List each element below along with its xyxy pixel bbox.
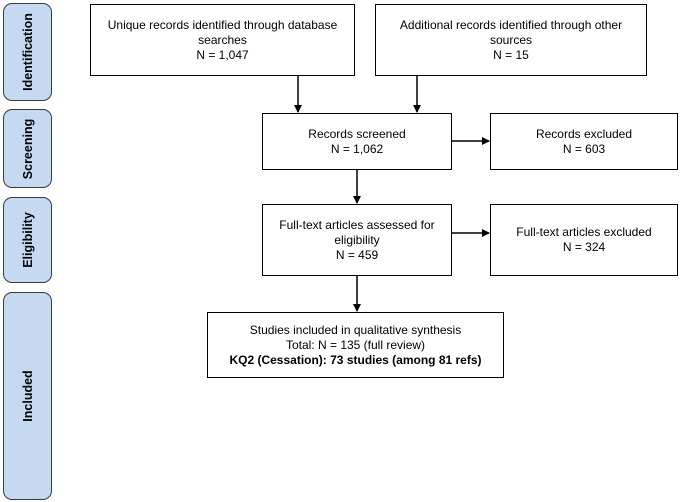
fulltext-assessed-line1: Full-text articles assessed for: [279, 217, 435, 232]
other-sources-count: N = 15: [493, 47, 529, 62]
fulltext-assessed-line2: eligibility: [334, 232, 380, 247]
studies-included-box: Studies included in qualitative synthesi…: [207, 312, 504, 378]
fulltext-excluded-count: N = 324: [562, 240, 606, 254]
other-sources-line1: Additional records identified through ot…: [399, 17, 623, 32]
records-screened-count: N = 1,062: [330, 141, 384, 156]
studies-included-line1: Studies included in qualitative synthesi…: [249, 322, 462, 337]
fulltext-assessed-count: N = 459: [335, 247, 379, 262]
other-sources-box: Additional records identified through ot…: [375, 4, 647, 76]
phase-identification: Identification: [3, 3, 52, 101]
studies-included-total: Total: N = 135 (full review): [285, 337, 426, 352]
phase-eligibility: Eligibility: [3, 197, 52, 283]
phase-included: Included: [3, 292, 52, 500]
records-excluded-count: N = 603: [562, 141, 606, 156]
records-screened-box: Records screened N = 1,062: [262, 113, 452, 170]
other-sources-line2: sources: [489, 32, 533, 47]
studies-included-kq2: KQ2 (Cessation): 73 studies (among 81 re…: [229, 352, 482, 367]
database-records-line2: searches: [198, 32, 247, 47]
fulltext-excluded-box: Full-text articles excluded N = 324: [490, 204, 678, 276]
database-records-count: N = 1,047: [196, 47, 249, 62]
records-excluded-label: Records excluded: [535, 126, 633, 141]
records-screened-label: Records screened: [308, 126, 406, 141]
fulltext-excluded-label: Full-text articles excluded: [516, 225, 652, 239]
phase-screening: Screening: [3, 109, 52, 188]
database-records-line1: Unique records identified through databa…: [107, 17, 338, 32]
fulltext-assessed-box: Full-text articles assessed for eligibil…: [262, 204, 452, 276]
database-records-box: Unique records identified through databa…: [90, 4, 355, 76]
records-excluded-box: Records excluded N = 603: [490, 113, 678, 170]
